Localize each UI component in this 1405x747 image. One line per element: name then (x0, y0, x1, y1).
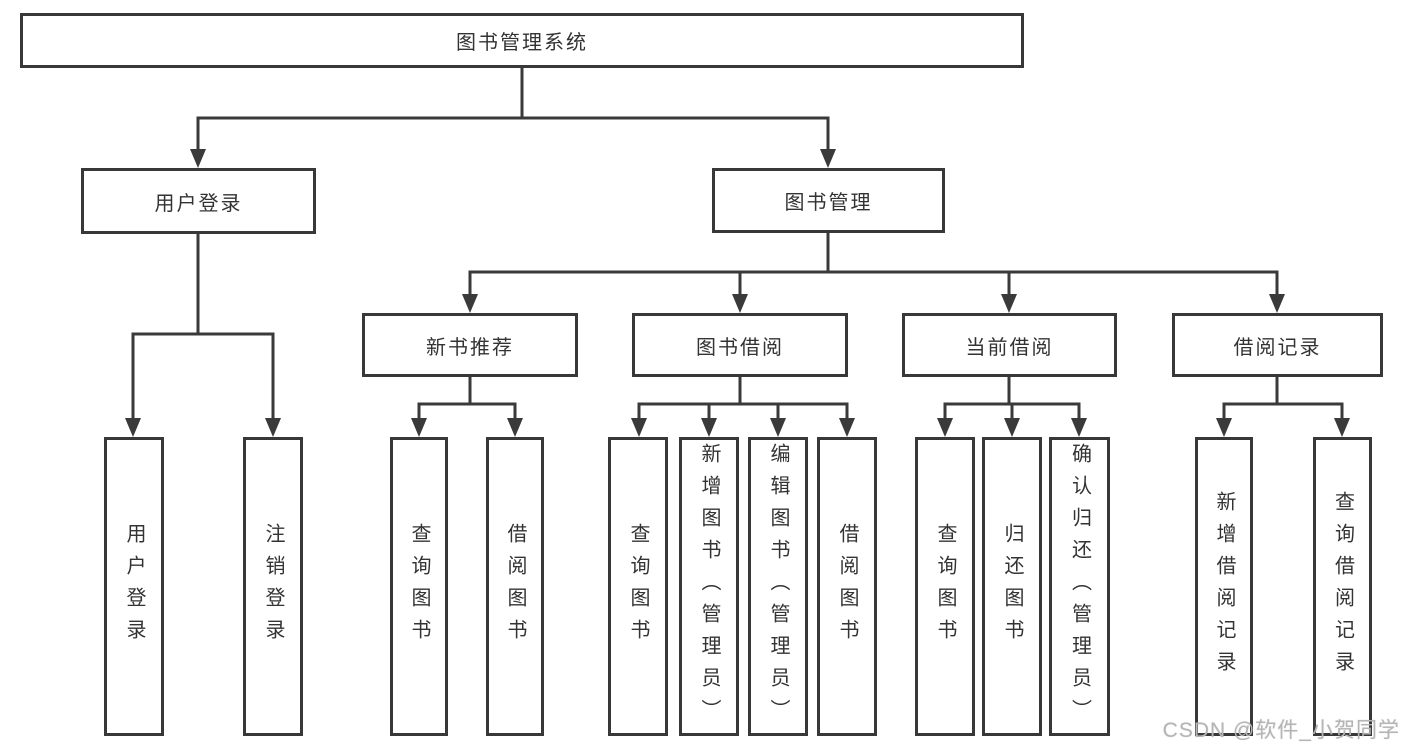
node-borrowing-records: 借阅记录 (1172, 313, 1383, 377)
leaf-query-books-current: 查询图书 (915, 437, 975, 736)
leaf-query-borrow-record: 查询借阅记录 (1313, 437, 1372, 736)
node-book-borrowing: 图书借阅 (632, 313, 848, 377)
leaf-confirm-return-admin: 确认归还（管理员） (1049, 437, 1110, 736)
leaf-return-books: 归还图书 (982, 437, 1042, 736)
csdn-watermark: CSDN @软件_小贺同学 (1162, 719, 1400, 742)
leaf-borrow-books-recommend: 借阅图书 (486, 437, 544, 736)
leaf-query-books-recommend: 查询图书 (390, 437, 448, 736)
node-current-borrowing: 当前借阅 (902, 313, 1117, 377)
leaf-borrow-books: 借阅图书 (817, 437, 877, 736)
leaf-add-borrow-record: 新增借阅记录 (1195, 437, 1253, 736)
leaf-user-login: 用户登录 (104, 437, 164, 736)
arrowhead-icons (125, 149, 1350, 437)
leaf-edit-books-admin: 编辑图书（管理员） (748, 437, 808, 736)
node-library-management-system: 图书管理系统 (20, 13, 1024, 68)
leaf-logout: 注销登录 (243, 437, 303, 736)
leaf-query-books-borrowing: 查询图书 (608, 437, 668, 736)
node-book-management: 图书管理 (712, 168, 945, 233)
leaf-add-books-admin: 新增图书（管理员） (679, 437, 739, 736)
node-new-book-recommendation: 新书推荐 (362, 313, 578, 377)
node-user-login: 用户登录 (81, 168, 316, 234)
